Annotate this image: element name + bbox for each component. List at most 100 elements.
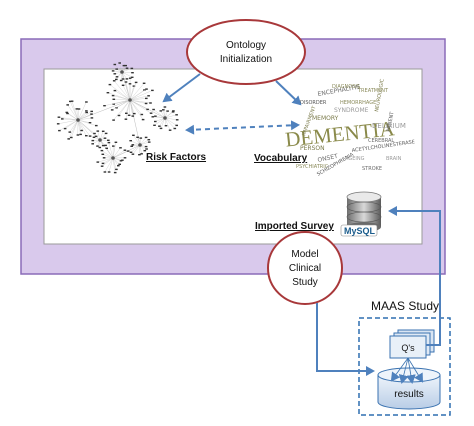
network-node (132, 134, 135, 136)
network-node (70, 136, 73, 139)
network-node (154, 120, 157, 123)
imported-survey-label: Imported Survey (255, 221, 334, 232)
network-node (108, 83, 112, 86)
network-node (101, 162, 105, 165)
network-node (124, 81, 128, 83)
network-hub (98, 138, 102, 142)
arrow-ontology-to-vocabulary (275, 80, 302, 106)
network-node (113, 73, 117, 75)
network-hub (138, 143, 142, 147)
network-node (146, 108, 149, 111)
network-node (103, 137, 107, 139)
network-node (153, 124, 156, 126)
network-node (112, 80, 116, 82)
network-node (104, 132, 108, 135)
network-node (107, 139, 110, 141)
network-node (125, 67, 129, 69)
network-node (75, 108, 79, 110)
network-node (106, 92, 110, 94)
maas-study-title: MAAS Study (371, 299, 439, 313)
network-node (76, 134, 80, 136)
network-node (105, 147, 108, 149)
network-node (131, 153, 135, 155)
network-node (111, 70, 115, 72)
network-node (93, 132, 96, 135)
network-node (65, 111, 69, 114)
network-node (100, 149, 104, 152)
network-node (154, 115, 157, 117)
network-node (130, 67, 134, 70)
network-node (175, 124, 178, 127)
network-node (115, 68, 118, 70)
network-node (163, 106, 167, 108)
mysql-database-icon: MySQL (340, 191, 382, 237)
network-node (173, 127, 177, 130)
word-cloud-word: PATIENT (386, 110, 396, 132)
dashed-link-risk-vocabulary (185, 120, 300, 135)
network-node (118, 163, 121, 165)
risk-factor-network (56, 62, 179, 174)
network-node (121, 78, 125, 80)
arrow-model-to-results (316, 303, 375, 376)
network-node (124, 64, 127, 67)
network-node (98, 146, 102, 149)
network-node (147, 95, 150, 97)
network-node (85, 110, 88, 112)
network-node (92, 136, 96, 138)
network-node (118, 62, 121, 64)
word-cloud-word: DELIRIUM (372, 122, 406, 130)
network-node (103, 171, 107, 173)
network-node (129, 140, 132, 142)
word-cloud-word: CEREBRAL (368, 138, 394, 144)
network-node (61, 118, 64, 120)
network-node (107, 171, 111, 173)
vocabulary-word-cloud: DEMENTIA ENCEPHALITISHEMORRHAGEACETYLCHO… (284, 78, 415, 178)
word-cloud-word: BRAIN (386, 156, 402, 162)
network-node (162, 109, 165, 111)
network-node (90, 110, 93, 113)
network-node (151, 116, 155, 118)
network-node (175, 114, 178, 116)
network-node (63, 127, 67, 130)
word-cloud-word: TREATMENT (357, 88, 389, 94)
network-node (112, 119, 115, 121)
network-node (101, 144, 105, 147)
network-hub (128, 98, 132, 102)
network-node (115, 168, 118, 171)
results-cylinder: results (377, 367, 441, 410)
network-node (112, 98, 116, 100)
network-hub (120, 70, 124, 74)
network-node (66, 104, 69, 106)
network-node (79, 133, 82, 136)
network-node (147, 141, 151, 143)
network-node (66, 112, 69, 115)
network-node (168, 129, 172, 131)
word-cloud-word: NEUROLOGIC (374, 78, 386, 112)
word-cloud-word: DIAGNOSIS (332, 84, 360, 90)
network-hub (163, 116, 167, 120)
network-node (113, 63, 117, 66)
risk-factors-label: Risk Factors (146, 152, 206, 163)
network-node (85, 101, 88, 103)
network-node (158, 125, 161, 127)
network-node (134, 81, 138, 84)
network-node (121, 159, 124, 161)
model-clinical-study-ellipse (267, 231, 343, 305)
ontology-label-line2: Initialization (220, 54, 272, 65)
network-node (123, 157, 127, 159)
network-node (127, 114, 131, 116)
network-node (113, 171, 117, 174)
ontology-label-line1: Ontology (226, 40, 266, 51)
network-node (130, 76, 134, 78)
network-node (122, 64, 126, 67)
network-node (67, 138, 70, 140)
network-node (143, 89, 146, 91)
network-node (131, 72, 134, 74)
network-node (166, 110, 169, 112)
network-node (115, 78, 118, 81)
word-cloud-word: PSYCHIATRIC (296, 164, 329, 170)
questions-to-results-arrows (390, 357, 424, 384)
model-label-line1: Model (291, 249, 318, 260)
